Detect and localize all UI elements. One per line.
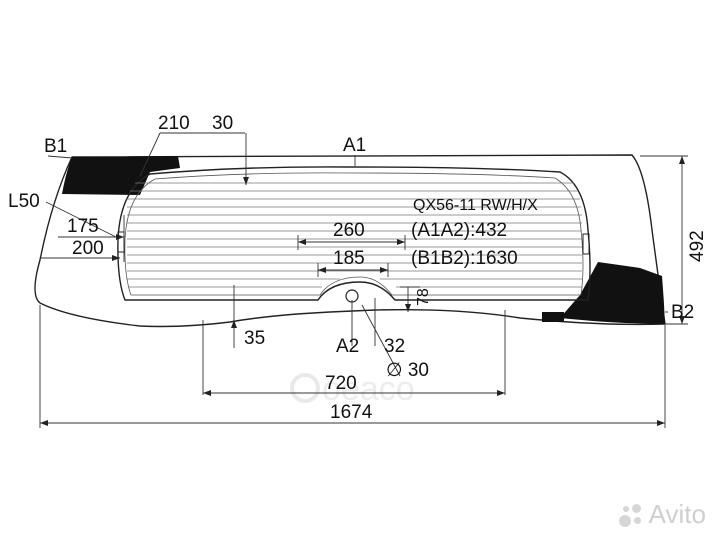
- label-a1: A1: [343, 135, 366, 156]
- heated-area-outline: [117, 166, 591, 301]
- brand-watermark-text: oeaco: [322, 370, 415, 408]
- terminal-right: [582, 233, 590, 255]
- heater-grid: [127, 182, 582, 288]
- dim-30: 30: [212, 113, 233, 134]
- dim-200: 200: [72, 238, 104, 259]
- dim-260: 260: [333, 220, 365, 241]
- dim-210: 210: [158, 113, 190, 134]
- frit-top-left: [62, 156, 180, 195]
- dim-hole-diameter: ∅ 30: [386, 360, 429, 381]
- label-l50: L50: [8, 191, 40, 212]
- dimension-arrows: [40, 156, 685, 426]
- brand-watermark: oeaco: [290, 370, 415, 408]
- dim-1674: 1674: [330, 402, 373, 423]
- avito-dots-icon: [617, 501, 645, 529]
- heated-area-inner: [124, 172, 584, 296]
- spec-b1b2: (B1B2):1630: [411, 248, 518, 269]
- dim-185: 185: [333, 248, 365, 269]
- dim-492: 492: [687, 230, 708, 262]
- frit-right-strip: [542, 312, 564, 322]
- label-b1: B1: [44, 136, 67, 157]
- spec-a1a2: (A1A2):432: [411, 220, 507, 241]
- avito-watermark: Avito: [617, 499, 706, 530]
- dim-35: 35: [244, 328, 265, 349]
- frit-bottom-right: [560, 262, 665, 324]
- label-a2: A2: [336, 336, 359, 357]
- dim-32: 32: [384, 336, 405, 357]
- avito-text: Avito: [648, 499, 706, 529]
- dim-720: 720: [325, 373, 357, 394]
- label-b2: B2: [671, 302, 694, 323]
- dim-78: 78: [415, 288, 432, 306]
- dim-175: 175: [67, 216, 99, 237]
- model-code: QX56-11 RW/H/X: [413, 197, 538, 214]
- dimension-lines: [39, 132, 688, 428]
